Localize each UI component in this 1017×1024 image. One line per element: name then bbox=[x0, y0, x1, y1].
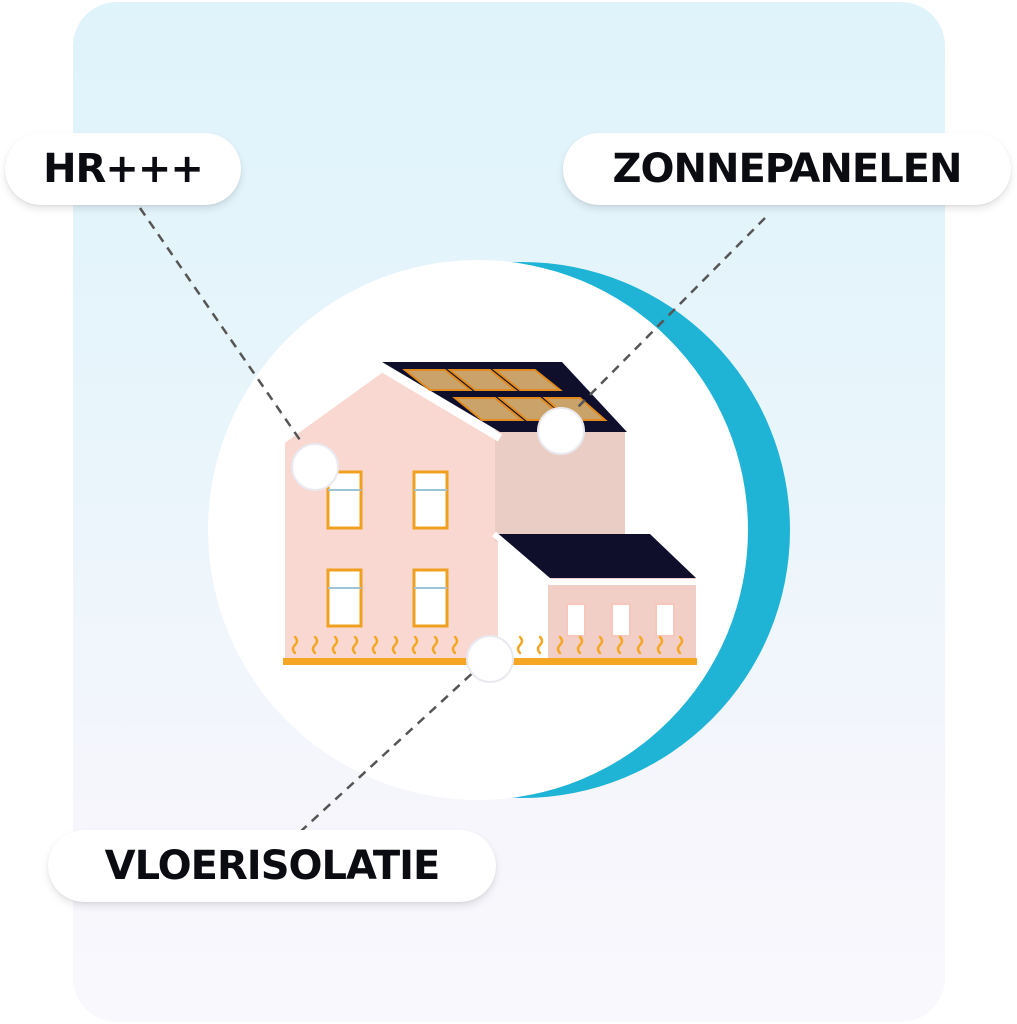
windows-extension bbox=[566, 603, 675, 637]
label-hr-pill: HR+++ bbox=[5, 133, 241, 205]
connector-zonnepanelen bbox=[574, 217, 766, 411]
heat-wave-icon bbox=[291, 635, 684, 655]
marker-hr bbox=[291, 443, 339, 491]
extension-roof bbox=[498, 534, 696, 578]
gable-trim bbox=[279, 364, 503, 444]
extension-roof-trim bbox=[492, 531, 698, 585]
house-illustration bbox=[279, 362, 698, 665]
label-vloerisolatie-text: VLOERISOLATIE bbox=[104, 843, 441, 889]
label-vloerisolatie-pill: VLOERISOLATIE bbox=[48, 830, 496, 902]
connector-vloerisolatie bbox=[299, 667, 479, 833]
windows-upper bbox=[326, 470, 449, 530]
marker-vloerisolatie bbox=[466, 635, 514, 683]
label-hr-text: HR+++ bbox=[43, 146, 204, 192]
label-zonnepanelen-text: ZONNEPANELEN bbox=[612, 146, 963, 192]
windows-lower bbox=[326, 568, 449, 628]
label-zonnepanelen-pill: ZONNEPANELEN bbox=[563, 133, 1011, 205]
solar-panel-icon bbox=[402, 369, 608, 421]
marker-zonnepanelen bbox=[537, 407, 585, 455]
